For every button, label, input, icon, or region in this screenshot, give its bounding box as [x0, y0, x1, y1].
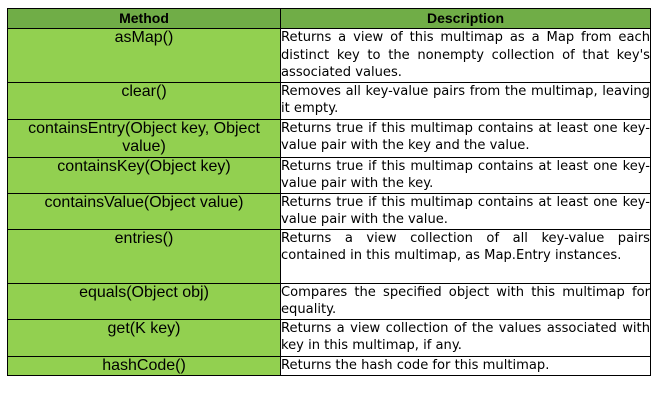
method-cell: get(K key)	[7, 318, 281, 357]
description-cell: Returns a view of this multimap as a Map…	[280, 28, 651, 83]
description-cell: Compares the specified object with this …	[280, 282, 651, 320]
description-cell: Returns true if this multimap contains a…	[280, 156, 651, 194]
table-row: containsEntry(Object key, Object value) …	[7, 118, 651, 158]
table-row: asMap() Returns a view of this multimap …	[7, 28, 651, 83]
table-row: containsKey(Object key) Returns true if …	[7, 156, 651, 194]
description-cell: Removes all key-value pairs from the mul…	[280, 81, 651, 120]
description-cell: Returns a view collection of the values …	[280, 318, 651, 357]
table-row: clear() Removes all key-value pairs from…	[7, 81, 651, 120]
method-column-header: Method	[7, 8, 281, 29]
methods-table: Method Description asMap() Returns a vie…	[7, 8, 651, 376]
description-cell: Returns the hash code for this multimap.	[280, 355, 651, 376]
method-cell: equals(Object obj)	[7, 282, 281, 320]
table-row: entries() Returns a view collection of a…	[7, 228, 651, 284]
description-cell: Returns a view collection of all key-val…	[280, 228, 651, 284]
method-cell: asMap()	[7, 28, 281, 83]
description-cell: Returns true if this multimap contains a…	[280, 118, 651, 158]
method-cell: clear()	[7, 81, 281, 120]
table-row: equals(Object obj) Compares the specifie…	[7, 282, 651, 320]
description-cell: Returns true if this multimap contains a…	[280, 192, 651, 230]
method-cell: hashCode()	[7, 355, 281, 376]
table-row: containsValue(Object value) Returns true…	[7, 192, 651, 230]
description-column-header: Description	[280, 8, 651, 29]
method-cell: entries()	[7, 228, 281, 284]
table-row: get(K key) Returns a view collection of …	[7, 318, 651, 357]
method-cell: containsKey(Object key)	[7, 156, 281, 194]
table-row: hashCode() Returns the hash code for thi…	[7, 355, 651, 376]
method-cell: containsEntry(Object key, Object value)	[7, 118, 281, 158]
table-header-row: Method Description	[7, 8, 651, 29]
method-cell: containsValue(Object value)	[7, 192, 281, 230]
